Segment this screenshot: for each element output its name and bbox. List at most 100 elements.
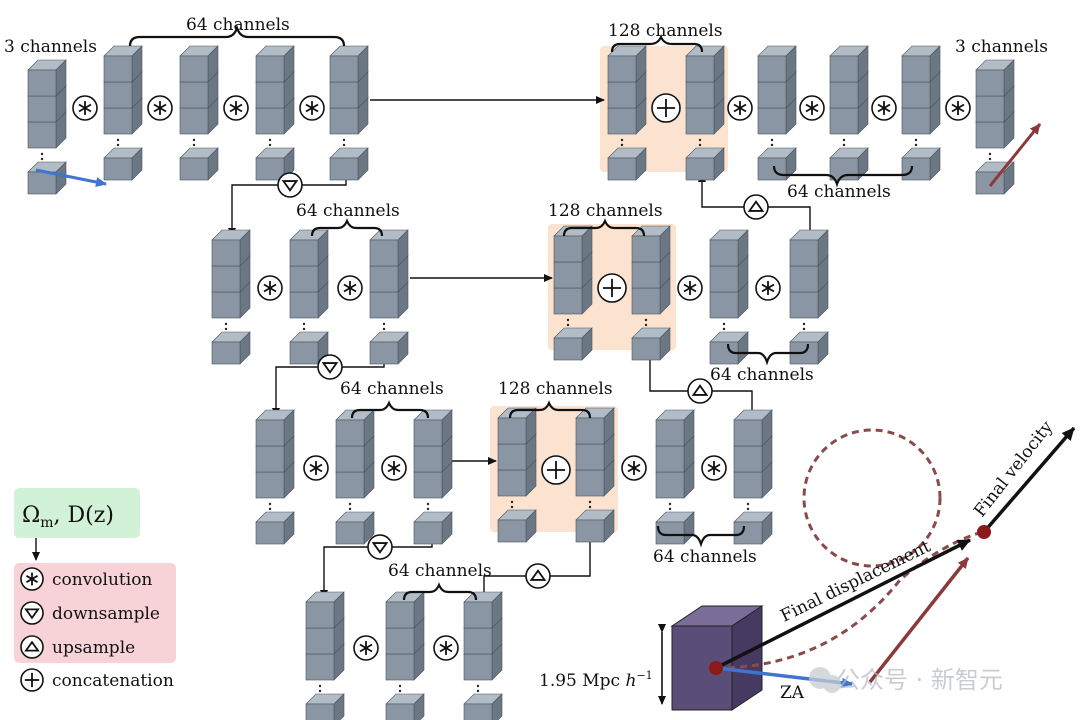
- cube-stack-l2e2: [289, 229, 329, 365]
- cube-stack-l1e1: [103, 45, 143, 181]
- legend-down-label: downsample: [52, 604, 160, 624]
- cube-stack-l1d3: [901, 45, 941, 181]
- cube-stack-l1c1: [607, 45, 647, 181]
- conv-operator-7: [871, 95, 897, 121]
- final-velocity-arrow: [982, 426, 1076, 534]
- conv-operator-5: [727, 95, 753, 121]
- conv-operator-2: [223, 95, 249, 121]
- conv-operator-25: [353, 635, 379, 661]
- l2-enc-channels-label: 64 channels: [296, 201, 400, 221]
- conv-operator-3: [299, 95, 325, 121]
- up-operator-10: [743, 194, 769, 220]
- conv-operator-0: [72, 95, 98, 121]
- final-velocity-label: Final velocity: [970, 417, 1057, 521]
- legend-cat-label: concatenation: [52, 671, 174, 691]
- za-label: ZA: [780, 683, 805, 703]
- final-displacement-label: Final displacement: [777, 536, 933, 626]
- l3-cat-channels-label: 128 channels: [498, 379, 613, 399]
- conv-operator-22: [701, 455, 727, 481]
- cube-stack-l1d1: [757, 45, 797, 181]
- legend: Ωm, D(z) convolution downsample upsample…: [14, 488, 176, 692]
- cube-stack-l3c2: [575, 407, 615, 543]
- input-channels-label: 3 channels: [4, 37, 97, 57]
- legend-conv-label: convolution: [52, 570, 152, 590]
- velocity-dashed-circle: [802, 428, 942, 568]
- l1-enc-channels-label: 64 channels: [186, 15, 290, 35]
- channel-braces: [128, 24, 914, 601]
- up-operator-24: [525, 563, 551, 589]
- down-operator-16: [317, 354, 343, 380]
- conv-operator-21: [621, 455, 647, 481]
- conv-operator-1: [147, 95, 173, 121]
- cube-stack-l2e3: [369, 229, 409, 365]
- brace-l2-enc: [310, 218, 384, 237]
- down-operator-23: [367, 534, 393, 560]
- operators: [72, 93, 971, 661]
- legend-params-text: Ωm, D(z): [22, 503, 114, 531]
- red-velocity-arrow: [868, 556, 970, 684]
- cube-stack-l3d2: [733, 409, 773, 545]
- down-operator-9: [277, 172, 303, 198]
- cube-stack-l4e2: [385, 591, 425, 720]
- cube-stack-l1d2: [829, 45, 869, 181]
- box-size-label: 1.95 Mpc h−1: [539, 669, 653, 691]
- legend-ops-box: [14, 563, 176, 663]
- l4-enc-channels-label: 64 channels: [388, 561, 492, 581]
- legend-conv-icon: [20, 567, 44, 591]
- input-arrow: [35, 168, 107, 187]
- cube-stack-l4e3: [463, 591, 503, 720]
- conv-operator-15: [755, 275, 781, 301]
- cube-stack-l4e1: [305, 591, 345, 720]
- cube-stack-out: [975, 59, 1015, 195]
- up-operator-17: [687, 378, 713, 404]
- l3-enc-channels-label: 64 channels: [340, 379, 444, 399]
- l3-dec-channels-label: 64 channels: [653, 547, 757, 567]
- legend-up-label: upsample: [52, 638, 135, 658]
- conv-operator-19: [381, 455, 407, 481]
- cube-stack-l3c1: [497, 407, 537, 543]
- cube-stack-l2e1: [211, 229, 251, 365]
- l1-dec-channels-label: 64 channels: [787, 182, 891, 202]
- cube-stack-in: [27, 59, 67, 195]
- legend-up-icon: [20, 635, 44, 659]
- cube-stack-l1e4: [329, 45, 369, 181]
- brace-l3-dec: [656, 525, 746, 548]
- legend-cat-icon: [20, 668, 44, 692]
- brace-l3-enc: [350, 400, 430, 419]
- conv-operator-8: [945, 95, 971, 121]
- cube-stack-l2d1: [709, 229, 749, 365]
- brace-l1-dec: [772, 165, 914, 188]
- cube-stacks: [27, 45, 1015, 720]
- cube-stack-l3d1: [655, 409, 695, 545]
- cube-stack-l3e2: [335, 409, 375, 545]
- cube-stack-l3e3: [413, 409, 453, 545]
- cube-stack-l2c1: [553, 225, 593, 361]
- cube-stack-l1e3: [255, 45, 295, 181]
- cube-stack-l2d2: [789, 229, 829, 365]
- cube-stack-l1c2: [685, 45, 725, 181]
- channel-labels: 3 channels 3 channels 64 channels 128 ch…: [4, 15, 1048, 581]
- watermark: 公众号 · 新智元: [809, 666, 1003, 694]
- brace-l4-enc: [402, 582, 478, 601]
- l2-cat-channels-label: 128 channels: [548, 201, 663, 221]
- cube-stack-l1e2: [179, 45, 219, 181]
- conv-operator-26: [433, 635, 459, 661]
- output-channels-label: 3 channels: [955, 37, 1048, 57]
- cat-operator-20: [541, 455, 571, 485]
- brace-l2-dec: [726, 343, 810, 366]
- brace-l3-cat: [508, 400, 592, 419]
- cat-operator-13: [597, 273, 627, 303]
- conv-operator-12: [337, 275, 363, 301]
- output-arrow: [988, 123, 1042, 187]
- legend-down-icon: [20, 601, 44, 625]
- brace-l1-enc: [128, 24, 346, 47]
- initial-particle: [709, 661, 723, 675]
- conv-operator-11: [257, 275, 283, 301]
- brace-l2-cat: [562, 218, 646, 237]
- conv-operator-6: [799, 95, 825, 121]
- cube-stack-l3e1: [255, 409, 295, 545]
- l1-cat-channels-label: 128 channels: [608, 21, 723, 41]
- conv-operator-14: [677, 275, 703, 301]
- final-displacement-arrow: [715, 538, 971, 670]
